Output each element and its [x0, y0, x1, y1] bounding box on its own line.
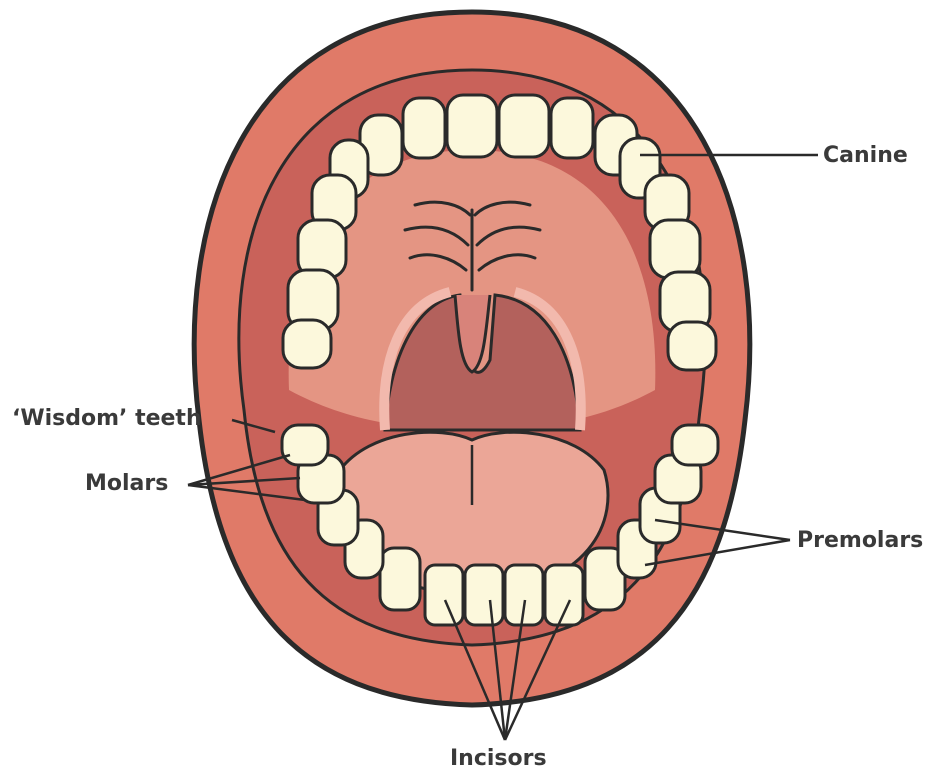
label-canine: Canine	[823, 145, 908, 167]
label-incisors: Incisors	[450, 748, 547, 770]
label-wisdom-teeth: ‘Wisdom’ teeth	[12, 408, 202, 430]
label-premolars: Premolars	[797, 530, 923, 552]
label-molars: Molars	[85, 473, 168, 495]
